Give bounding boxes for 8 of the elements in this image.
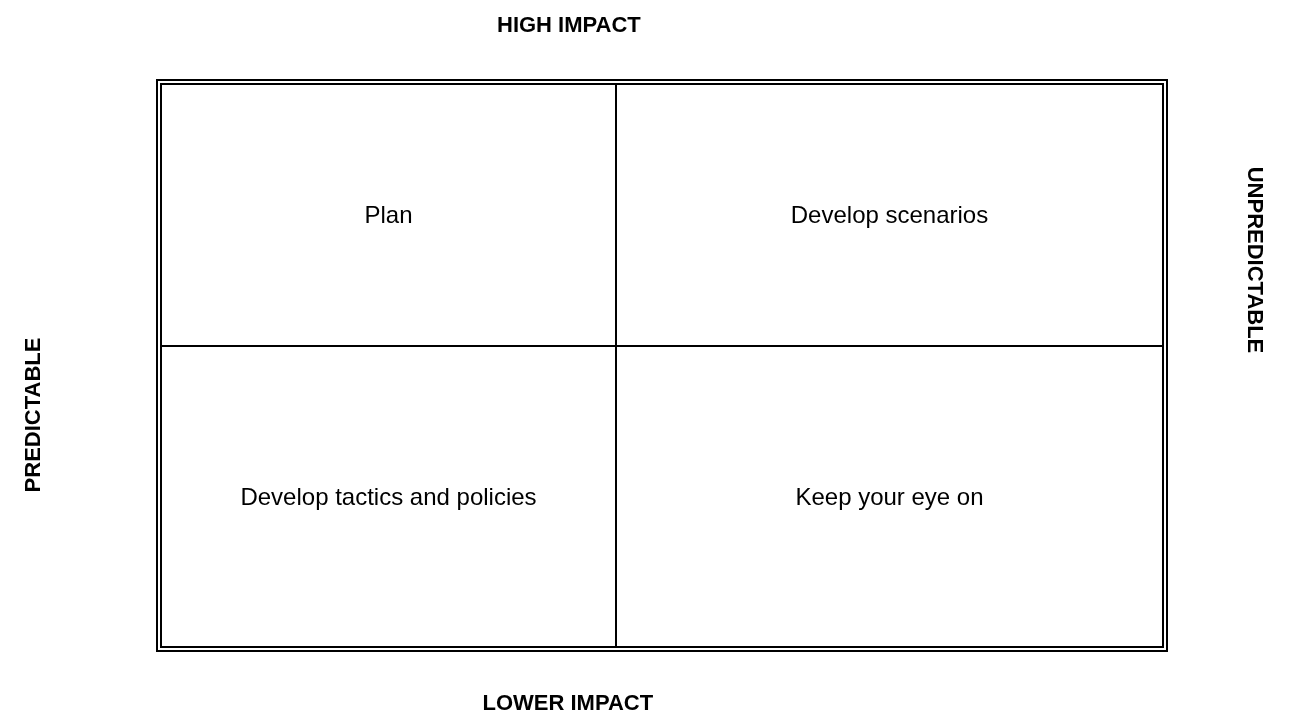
quadrant-cell: Develop tactics and policies: [162, 347, 617, 646]
quadrant-cell: Plan: [162, 85, 617, 347]
quadrant-cell: Develop scenarios: [617, 85, 1162, 347]
axis-label: LOWER IMPACT: [482, 690, 654, 716]
axis-label: UNPREDICTABLE: [1241, 166, 1268, 354]
axis-label: HIGH IMPACT: [497, 12, 641, 38]
quadrant-cell: Keep your eye on: [617, 347, 1162, 646]
axis-label: PREDICTABLE: [19, 337, 46, 493]
